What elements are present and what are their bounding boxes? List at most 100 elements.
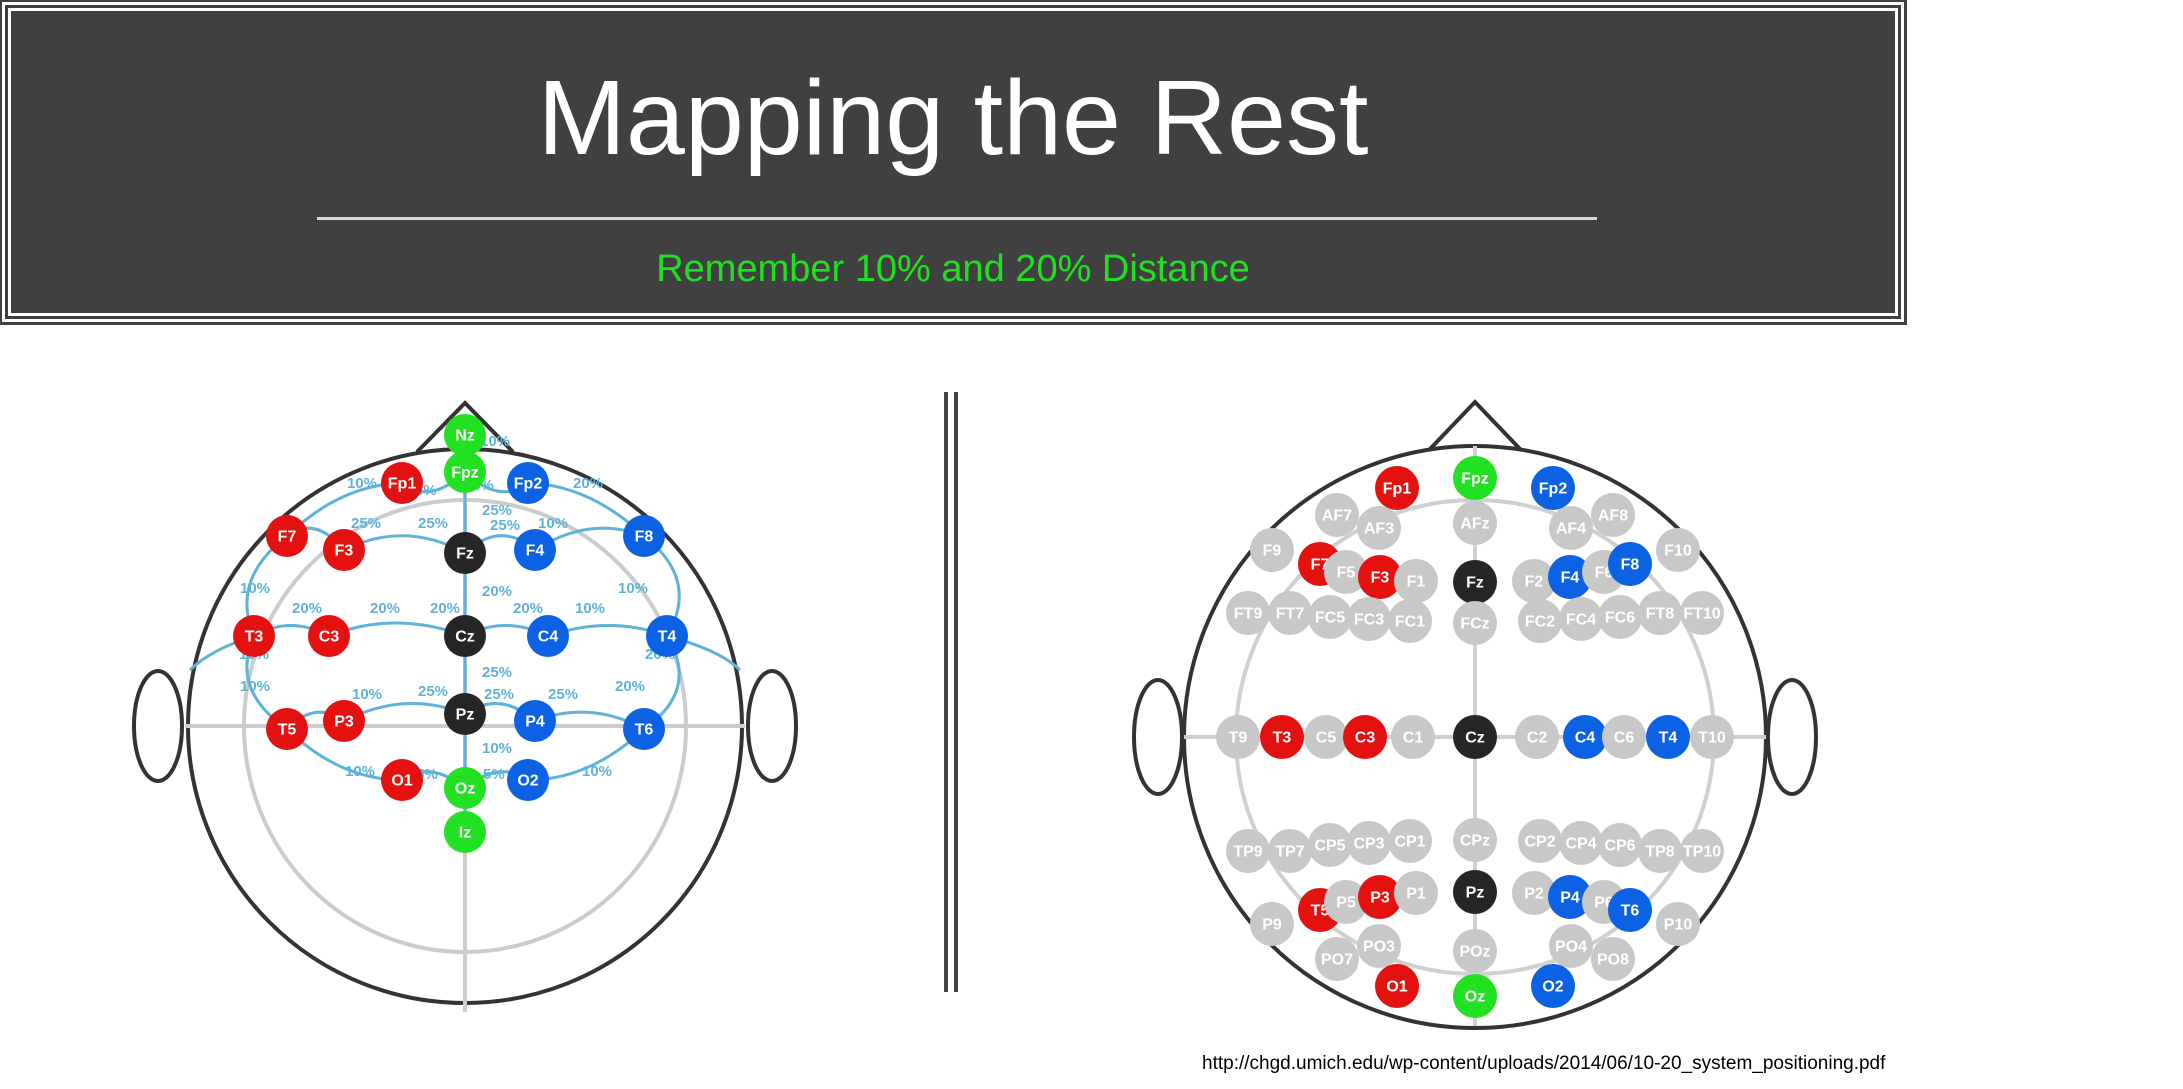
electrode-marker: [1388, 599, 1432, 643]
panel-divider-line: [944, 392, 948, 992]
electrode-marker: [1591, 493, 1635, 537]
eeg-10-20-diagram: 10%5%5%10%10%20%25%25%25%25%10%20%10%20%…: [132, 400, 798, 1012]
electrode-label: FC4: [1566, 612, 1596, 629]
electrode-label: AF3: [1364, 521, 1394, 538]
electrode-label: Fz: [456, 546, 474, 563]
electrode-fp2: Fp2: [1531, 466, 1575, 510]
percent-label: 25%: [490, 517, 520, 534]
electrode-marker: [1308, 595, 1352, 639]
electrode-fc4: FC4: [1559, 597, 1603, 641]
electrode-tp9: TP9: [1226, 829, 1270, 873]
electrode-marker: [444, 767, 486, 809]
electrode-p4: P4: [514, 700, 556, 742]
electrode-label: Iz: [459, 825, 471, 842]
electrode-fp2: Fp2: [507, 462, 549, 504]
electrode-label: P9: [1262, 917, 1282, 934]
electrode-label: FT7: [1276, 606, 1305, 623]
electrode-marker: [1394, 871, 1438, 915]
electrode-label: C3: [1355, 730, 1376, 747]
electrode-p3: P3: [323, 700, 365, 742]
electrode-marker: [1250, 902, 1294, 946]
electrode-marker: [1518, 599, 1562, 643]
electrode-t10: T10: [1690, 715, 1734, 759]
electrode-marker: [1268, 591, 1312, 635]
electrode-label: PO4: [1555, 939, 1587, 956]
electrode-marker: [1375, 466, 1419, 510]
right-ear: [746, 669, 798, 783]
electrode-marker: [1343, 715, 1387, 759]
electrode-label: CP6: [1604, 838, 1635, 855]
electrode-marker: [1680, 829, 1724, 873]
left-ear: [132, 669, 184, 783]
percent-labels: 10%5%5%10%10%20%25%25%25%25%10%20%10%20%…: [239, 433, 675, 783]
electrode-marker: [444, 811, 486, 853]
electrode-marker: [1304, 715, 1348, 759]
electrode-label: Cz: [455, 629, 475, 646]
electrode-marker: [323, 700, 365, 742]
electrode-marker: [1656, 902, 1700, 946]
electrode-marker: [323, 529, 365, 571]
electrode-marker: [1559, 821, 1603, 865]
electrode-label: Oz: [455, 781, 475, 798]
electrode-marker: [1453, 870, 1497, 914]
percent-label: 10%: [480, 433, 510, 450]
percent-label: 10%: [240, 580, 270, 597]
electrode-f5: F5: [1324, 550, 1368, 594]
electrode-marker: [527, 615, 569, 657]
electrode-t4: T4: [646, 615, 688, 657]
percent-label: 10%: [240, 678, 270, 695]
electrode-iz: Iz: [444, 811, 486, 853]
electrode-marker: [1598, 595, 1642, 639]
title-banner: Mapping the Rest Remember 10% and 20% Di…: [0, 0, 1907, 325]
electrode-cp2: CP2: [1518, 819, 1562, 863]
electrode-label: P3: [1370, 890, 1390, 907]
electrode-label: PO7: [1321, 952, 1353, 969]
source-citation[interactable]: http://chgd.umich.edu/wp-content/uploads…: [1202, 1053, 1886, 1074]
electrode-label: TP9: [1233, 844, 1262, 861]
electrode-marker: [1602, 715, 1646, 759]
electrode-t3: T3: [1260, 715, 1304, 759]
electrode-ft10: FT10: [1680, 591, 1724, 635]
electrode-marker: [266, 515, 308, 557]
electrode-t3: T3: [233, 615, 275, 657]
electrode-label: Fpz: [451, 465, 479, 482]
electrode-label: AF7: [1322, 508, 1352, 525]
electrode-c6: C6: [1602, 715, 1646, 759]
electrode-marker: [1375, 964, 1419, 1008]
electrode-marker: [1531, 466, 1575, 510]
electrode-marker: [1563, 715, 1607, 759]
electrode-label: CP3: [1353, 836, 1384, 853]
percent-label: 25%: [482, 664, 512, 681]
electrode-marker: [1358, 875, 1402, 919]
electrode-f9: F9: [1250, 528, 1294, 572]
electrode-marker: [1512, 871, 1556, 915]
electrode-label: Cz: [1465, 730, 1485, 747]
electrode-label: FCz: [1460, 616, 1489, 633]
electrode-fcz: FCz: [1453, 601, 1497, 645]
percent-label: 20%: [615, 678, 645, 695]
electrode-p1: P1: [1394, 871, 1438, 915]
electrode-marker: [1646, 715, 1690, 759]
electrode-label: POz: [1459, 944, 1490, 961]
electrode-marker: [1518, 819, 1562, 863]
electrode-label: T10: [1698, 730, 1726, 747]
electrode-marker: [1453, 501, 1497, 545]
electrode-label: CP5: [1314, 838, 1345, 855]
electrode-marker: [444, 414, 486, 456]
electrode-marker: [233, 615, 275, 657]
electrode-marker: [1347, 821, 1391, 865]
electrode-f3: F3: [323, 529, 365, 571]
electrode-af7: AF7: [1315, 493, 1359, 537]
electrode-label: AF8: [1598, 508, 1628, 525]
percent-label: 10%: [575, 600, 605, 617]
electrode-label: T3: [245, 629, 264, 646]
electrode-marker: [623, 708, 665, 750]
electrode-marker: [507, 759, 549, 801]
electrode-marker: [381, 462, 423, 504]
electrode-label: Pz: [1466, 885, 1485, 902]
electrode-label: FC2: [1525, 614, 1555, 631]
electrode-marker: [1260, 715, 1304, 759]
electrode-marker: [381, 759, 423, 801]
electrode-f2: F2: [1512, 559, 1556, 603]
